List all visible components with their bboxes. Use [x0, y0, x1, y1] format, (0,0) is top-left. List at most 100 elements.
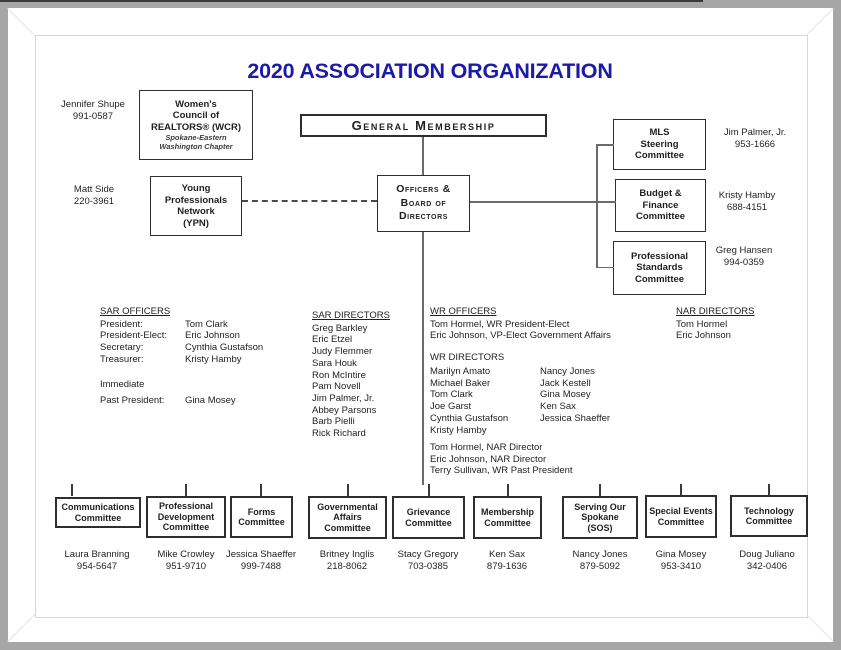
- director-name: Greg Barkley: [312, 322, 368, 334]
- list-heading: SAR OFFICERS: [100, 306, 171, 317]
- officer-role: Treasurer:: [100, 353, 144, 365]
- connector-stub: [599, 484, 601, 496]
- general-membership-label: General Membership: [351, 117, 496, 133]
- dashed-connector-line: [242, 200, 377, 202]
- wcr-box-title: Women's Council of REALTORS® (WCR): [150, 98, 242, 133]
- contact-name: Jim Palmer, Jr.: [723, 127, 787, 138]
- contact-phone: 991-0587: [72, 110, 114, 122]
- contact-phone: 994-0359: [723, 256, 765, 268]
- mls-steering-contact: Jim Palmer, Jr. 953-1666: [705, 127, 805, 150]
- contact-name: Jennifer Shupe: [61, 99, 125, 110]
- role-line: Eric Johnson, NAR Director: [430, 453, 547, 465]
- contact-name: Greg Hansen: [715, 245, 773, 256]
- officer-name: [185, 377, 320, 393]
- sar-directors-list: SAR DIRECTORS Greg Barkley Eric Etzel Ju…: [312, 310, 422, 440]
- director-name: Eric Johnson: [676, 330, 731, 342]
- connector-stub: [428, 484, 430, 496]
- budget-finance-committee-box: Budget & Finance Committee: [615, 179, 706, 232]
- committee-title: MLS Steering Committee: [634, 127, 685, 162]
- officer-name: Eric Johnson: [185, 330, 240, 342]
- contact-name: Kristy Hamby: [718, 190, 776, 201]
- officer-role: Immediate: [100, 378, 145, 390]
- officers-board-box: Officers & Board of Directors: [377, 175, 470, 232]
- connector-stub: [596, 266, 614, 268]
- connector-stub: [680, 484, 682, 496]
- contact-name: Matt Side: [73, 184, 115, 195]
- officers-board-label: Officers & Board of Directors: [396, 183, 451, 223]
- wr-extra-roles-list: Tom Hormel, NAR Director Eric Johnson, N…: [430, 442, 650, 477]
- director-name: Eric Etzel: [312, 334, 353, 346]
- officer-name: Tom Clark: [185, 318, 228, 330]
- officer-role: President:: [100, 318, 143, 330]
- ypn-contact: Matt Side 220-3961: [44, 184, 144, 207]
- list-heading: WR OFFICERS: [430, 306, 497, 317]
- officer-line: Tom Hormel, WR President-Elect: [430, 318, 570, 330]
- officer-row: Immediate: [100, 377, 320, 393]
- connector-line: [422, 137, 424, 175]
- director-name: Tom Clark: [430, 389, 473, 401]
- role-line: Terry Sullivan, WR Past President: [430, 465, 573, 477]
- page-title: 2020 ASSOCIATION ORGANIZATION: [247, 59, 613, 83]
- wcr-box: Women's Council of REALTORS® (WCR) Spoka…: [139, 90, 253, 160]
- director-name: Abbey Parsons: [312, 404, 377, 416]
- connector-stub: [260, 484, 262, 496]
- sar-officers-list: SAR OFFICERS President: Tom Clark Presid…: [100, 306, 320, 409]
- director-name: Joe Garst: [430, 401, 472, 413]
- connector-stub: [185, 484, 187, 496]
- budget-finance-contact: Kristy Hamby 688-4151: [697, 190, 797, 213]
- connector-stub: [596, 144, 614, 146]
- officer-role: President-Elect:: [100, 330, 168, 342]
- wcr-box-subtitle: Spokane-Eastern Washington Chapter: [159, 133, 233, 152]
- officer-row: Treasurer: Kristy Hamby: [100, 354, 320, 366]
- director-name: Sara Houk: [312, 357, 357, 369]
- sar-officers-rows: President: Tom Clark President-Elect: Er…: [100, 319, 320, 366]
- committee-title: Professional Standards Committee: [630, 250, 689, 285]
- officer-role: Secretary:: [100, 342, 144, 354]
- director-name: Nancy Jones: [540, 366, 595, 377]
- director-name: Judy Flemmer: [312, 346, 373, 358]
- director-name: Ron McIntire: [312, 369, 366, 381]
- connector-stub: [768, 484, 770, 496]
- general-membership-box: General Membership: [300, 114, 547, 137]
- sar-officers-extra-rows: Immediate Past President: Gina Mosey: [100, 377, 320, 409]
- director-name: Jim Palmer, Jr.: [312, 392, 375, 404]
- contact-phone: 953-1666: [734, 138, 776, 150]
- director-name: Cynthia Gustafson: [430, 412, 509, 424]
- wr-directors-heading: WR DIRECTORS: [430, 352, 505, 363]
- director-name: Pam Novell: [312, 381, 361, 393]
- connector-stub: [507, 484, 509, 496]
- officer-name: Cynthia Gustafson: [185, 342, 264, 354]
- director-name: Gina Mosey: [540, 389, 591, 401]
- officer-row: Past President: Gina Mosey: [100, 393, 320, 409]
- officer-name: Gina Mosey: [185, 394, 236, 406]
- ypn-box: Young Professionals Network (YPN): [150, 176, 242, 236]
- connector-line: [422, 232, 424, 485]
- director-name: Marilyn Amato: [430, 366, 491, 377]
- contact-phone: 220-3961: [73, 195, 115, 207]
- connector-stub: [347, 484, 349, 496]
- mls-steering-committee-box: MLS Steering Committee: [613, 119, 706, 170]
- connector-stub: [71, 484, 73, 496]
- contact-phone: 688-4151: [726, 201, 768, 213]
- director-name: Jack Kestell: [540, 377, 591, 389]
- wr-directors-column-2: Nancy Jones Jack Kestell Gina Mosey Ken …: [540, 366, 645, 425]
- wcr-contact: Jennifer Shupe 991-0587: [43, 99, 143, 122]
- committee-title: Budget & Finance Committee: [635, 188, 686, 223]
- officer-name: Kristy Hamby: [185, 353, 242, 365]
- connector-line: [470, 201, 616, 203]
- officer-row: President: Tom Clark: [100, 319, 320, 331]
- bottom-connector-line: [0, 0, 703, 2]
- director-name: Rick Richard: [312, 428, 366, 440]
- officer-row: President-Elect: Eric Johnson: [100, 330, 320, 342]
- connector-bracket-line: [596, 144, 598, 268]
- nar-directors-list: NAR DIRECTORS Tom Hormel Eric Johnson: [676, 306, 786, 342]
- wr-directors-column-1: Marilyn Amato Michael Baker Tom Clark Jo…: [430, 366, 535, 436]
- director-name: Michael Baker: [430, 377, 491, 389]
- ypn-box-title: Young Professionals Network (YPN): [164, 183, 228, 229]
- officer-role: Past President:: [100, 394, 165, 406]
- professional-standards-contact: Greg Hansen 994-0359: [694, 245, 794, 268]
- list-heading: NAR DIRECTORS: [676, 306, 755, 317]
- officer-row: Secretary: Cynthia Gustafson: [100, 342, 320, 354]
- professional-standards-committee-box: Professional Standards Committee: [613, 241, 706, 295]
- role-line: Tom Hormel, NAR Director: [430, 442, 543, 453]
